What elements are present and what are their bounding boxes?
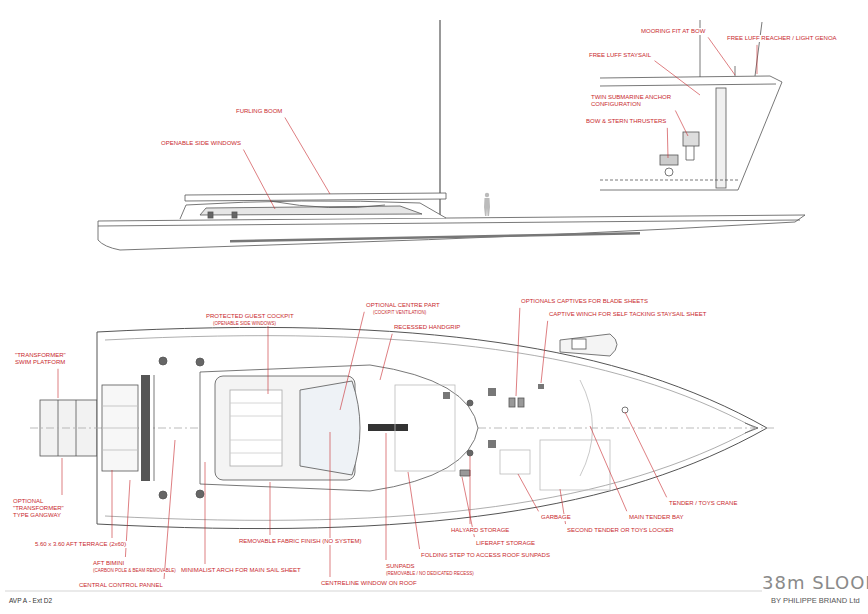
leader-line (330, 432, 331, 577)
callout-label: BOW & STERN THRUSTERS (585, 118, 667, 125)
leader-line (516, 308, 520, 396)
drawing-title: 38m SLOOP (762, 572, 868, 593)
leader-line (164, 440, 175, 579)
leader-line (470, 456, 471, 524)
callout-label: OPTIONAL "TRANSFORMER" TYPE GANGWAY (12, 498, 80, 519)
mast (439, 20, 440, 218)
note-text: (OPENABLE SIDE WINDOWS) (212, 321, 277, 326)
callout-label: OPENABLE SIDE WINDOWS (160, 140, 242, 147)
note-text: (COCKPIT VENTILATION) (372, 310, 427, 315)
leader-line (270, 482, 271, 535)
leader-line (675, 110, 688, 136)
winch (208, 212, 213, 218)
coachroof (180, 201, 446, 219)
note-text: AVP A - Ext D2 (8, 597, 53, 604)
deck-line (98, 220, 800, 226)
callout-label: AFT BIMINI (92, 560, 125, 567)
callout-label: TWIN SUBMARINE ANCHOR CONFIGURATION (590, 94, 674, 108)
leader-line (243, 150, 275, 209)
callout-label: REMOVABLE FABRIC FINISH (NO SYSTEM) (238, 538, 363, 545)
callout-label: HALYARD STORAGE (450, 527, 510, 534)
arch (270, 201, 385, 208)
leader-line (667, 128, 669, 158)
callout-label: MAIN TENDER BAY (628, 514, 684, 521)
callout-label: FREE LUFF REACHER / LIGHT GENOA (726, 35, 838, 42)
callout-label: GARBAGE (540, 514, 572, 521)
leader-line (518, 474, 539, 511)
callout-label: OPTIONAL CENTRE PART (365, 302, 441, 309)
callout-label: FOLDING STEP TO ACCESS ROOF SUNPADS (420, 552, 551, 559)
leader-line (58, 369, 59, 398)
leader-line (62, 458, 63, 495)
callout-label: MOORING FIT AT BOW (640, 28, 706, 35)
hull-window-band (230, 232, 640, 243)
tender (560, 334, 617, 356)
leader-line (655, 61, 700, 95)
leader-line (380, 334, 392, 380)
leader-line (340, 312, 364, 410)
leader-line (386, 433, 387, 560)
callout-label: 5.60 x 3.60 AFT TERRACE (2x60) (34, 541, 127, 548)
leader-line (408, 472, 420, 549)
callout-label: CAPTIVE WINCH FOR SELF TACKING STAYSAIL … (548, 311, 707, 318)
callout-label: RECESSED HANDGRIP (393, 324, 461, 331)
note-text: (CARBON POLE & BEAM REMOVABLE) (92, 568, 177, 573)
callout-label: CENTRELINE WINDOW ON ROOF (320, 580, 418, 587)
title-rule (5, 591, 863, 592)
plan-view (30, 327, 775, 528)
callout-label: LIFERAFT STORAGE (475, 540, 536, 547)
leader-line (590, 426, 627, 511)
leader-line (268, 323, 269, 394)
callout-label: PROTECTED GUEST COCKPIT (205, 313, 295, 320)
leader-line (625, 412, 667, 497)
callout-label: "TRANSFORMER" SWIM PLATFORM (14, 352, 70, 366)
note-text: BY PHILIPPE BRIAND Ltd (770, 597, 861, 606)
person-scale (484, 193, 490, 216)
callout-label: OPTIONALS CAPTIVES FOR BLADE SHEETS (520, 298, 649, 305)
note-text: (REMOVABLE / NO DEDICATED RECESS) (385, 571, 475, 576)
callout-label: MINIMALIST ARCH FOR MAIN SAIL SHEET (180, 567, 302, 574)
leader-line (205, 462, 206, 564)
callout-label: SECOND TENDER OR TOYS LOCKER (566, 527, 675, 534)
furling-boom (185, 193, 446, 201)
callout-label: SUNPADS (385, 563, 416, 570)
callout-label: FREE LUFF STAYSAIL (588, 52, 652, 59)
leader-line (285, 117, 330, 194)
callout-label: TENDER / TOYS CRANE (668, 500, 738, 507)
callout-label: CENTRAL CONTROL PANNEL (78, 582, 164, 589)
winch (232, 212, 237, 218)
leader-line (541, 321, 548, 383)
leader-line (757, 45, 758, 74)
leader-line (112, 470, 113, 538)
hull-profile (98, 215, 805, 250)
callout-label: FURLING BOOM (235, 108, 283, 115)
leader-line (708, 37, 735, 75)
